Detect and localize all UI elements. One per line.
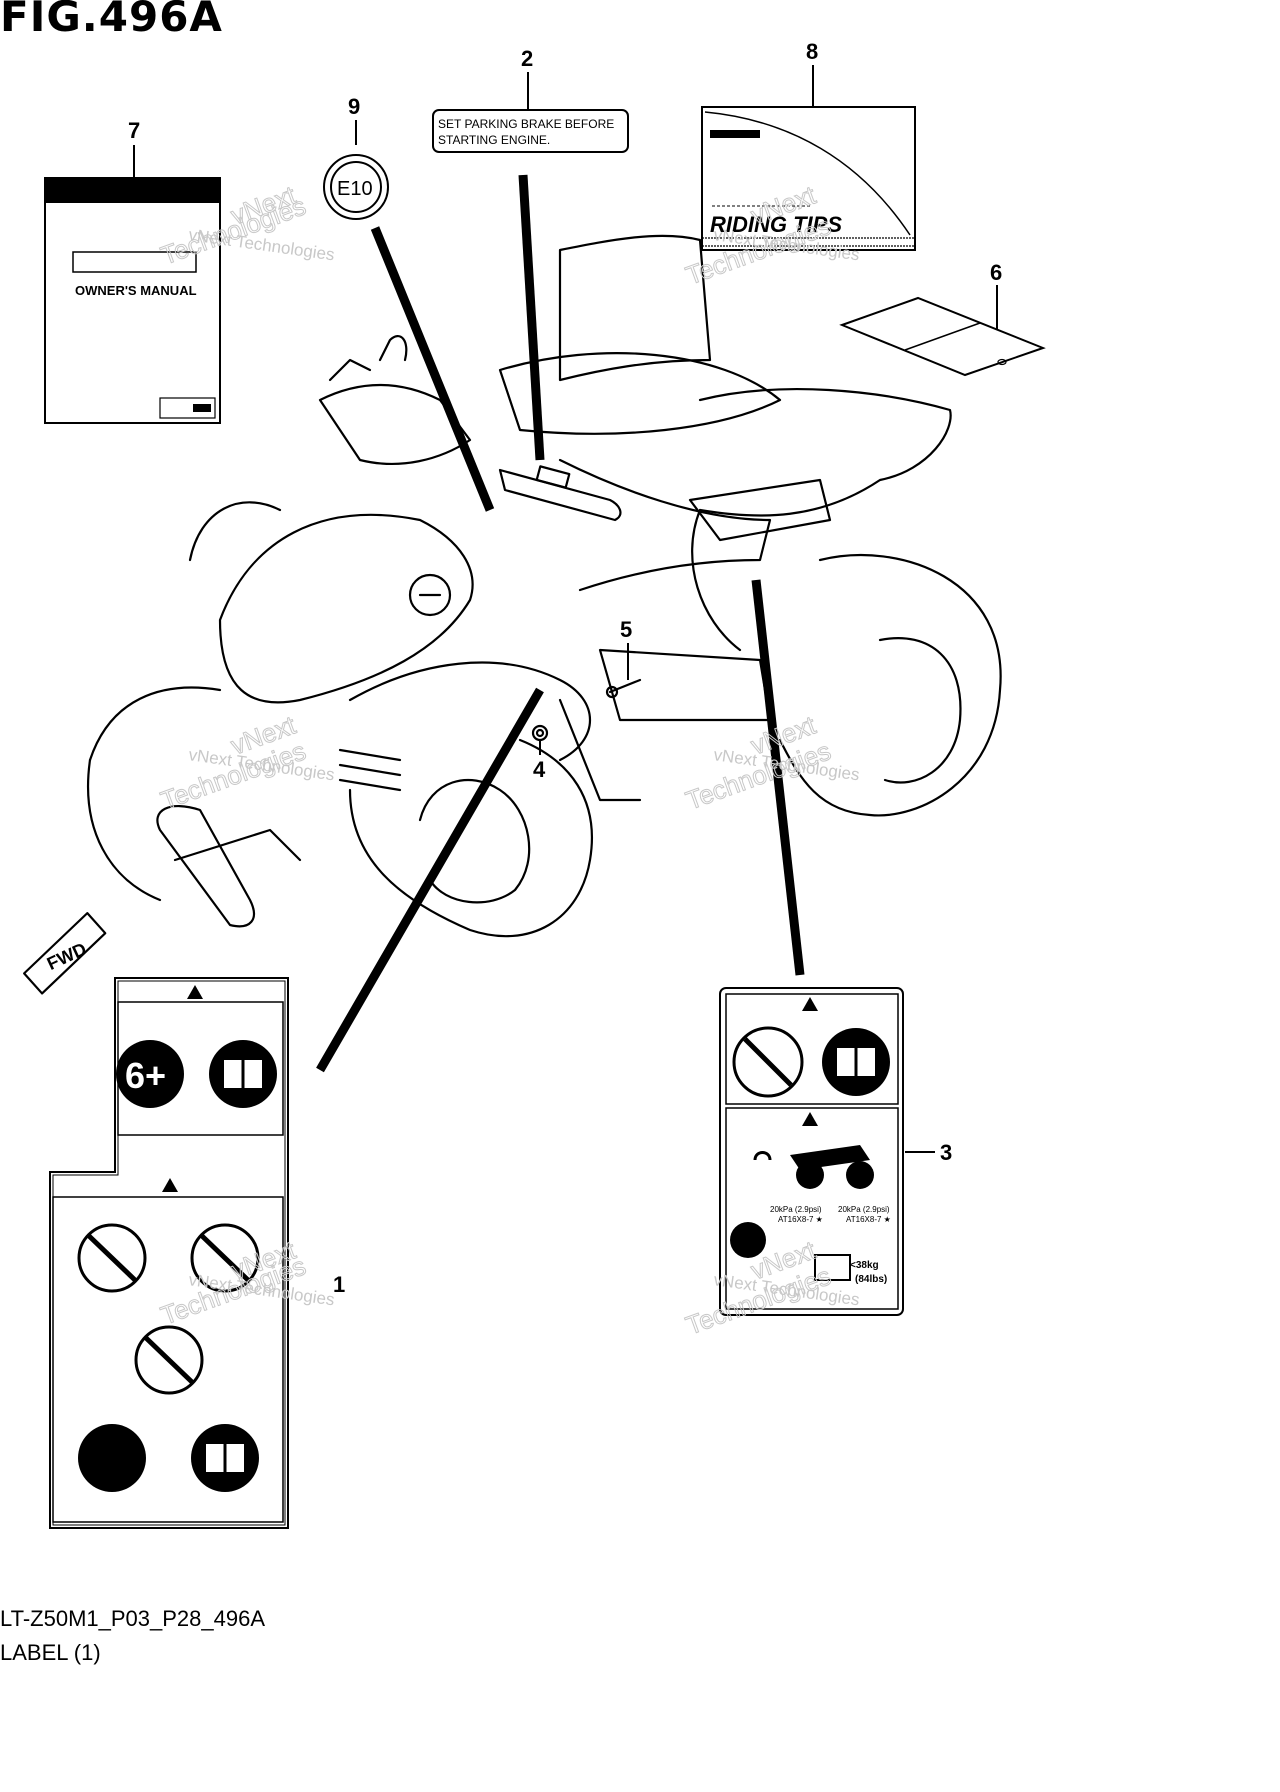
tire-left2: AT16X8-7 ★ xyxy=(778,1215,823,1224)
figure-subtitle: LABEL (1) xyxy=(0,1640,101,1665)
manual-title: OWNER'S MANUAL xyxy=(75,283,197,298)
callout-6: 6 xyxy=(990,260,1002,285)
atv-drawing xyxy=(23,234,1002,995)
sheet-label xyxy=(839,296,1046,377)
callout-5: 5 xyxy=(620,617,632,642)
emission-text: E10 xyxy=(337,178,373,200)
tire-left: 20kPa (2.9psi) xyxy=(770,1205,822,1214)
callout-7: 7 xyxy=(128,118,140,143)
age-text: 6+ xyxy=(125,1055,166,1096)
parking-label: SET PARKING BRAKE BEFORE STARTING ENGINE… xyxy=(432,109,629,153)
figure-title: FIG.496A xyxy=(0,0,223,41)
callout-1: 1 xyxy=(333,1272,345,1297)
tire-right: 20kPa (2.9psi) xyxy=(838,1205,890,1214)
emission-label: E10 xyxy=(323,154,389,220)
callout-numbers: 7 2 9 8 6 5 4 3 1 xyxy=(128,39,1002,1297)
callout-4: 4 xyxy=(533,757,546,782)
leader-lines xyxy=(316,174,805,1073)
callout-9: 9 xyxy=(348,94,360,119)
warning-label-3: 20kPa (2.9psi) AT16X8-7 ★ 20kPa (2.9psi)… xyxy=(719,987,904,1316)
thin-leaders xyxy=(133,65,998,1153)
tire-right2: AT16X8-7 ★ xyxy=(846,1215,891,1224)
warning-label-1: 6+ xyxy=(49,977,289,1529)
parking-line1: SET PARKING BRAKE BEFORE xyxy=(438,117,614,131)
parking-line2: STARTING ENGINE. xyxy=(438,133,550,147)
riding-tips-booklet: RIDING TIPS xyxy=(701,106,916,251)
figure-code: LT-Z50M1_P03_P28_496A xyxy=(0,1606,265,1631)
callout-3: 3 xyxy=(940,1140,952,1165)
owners-manual: OWNER'S MANUAL xyxy=(44,177,221,424)
callout-2: 2 xyxy=(521,46,533,71)
callout-8: 8 xyxy=(806,39,818,64)
tips-title: RIDING TIPS xyxy=(710,212,842,237)
load-text2: (84lbs) xyxy=(855,1274,887,1285)
load-text: <38kg xyxy=(850,1260,879,1271)
